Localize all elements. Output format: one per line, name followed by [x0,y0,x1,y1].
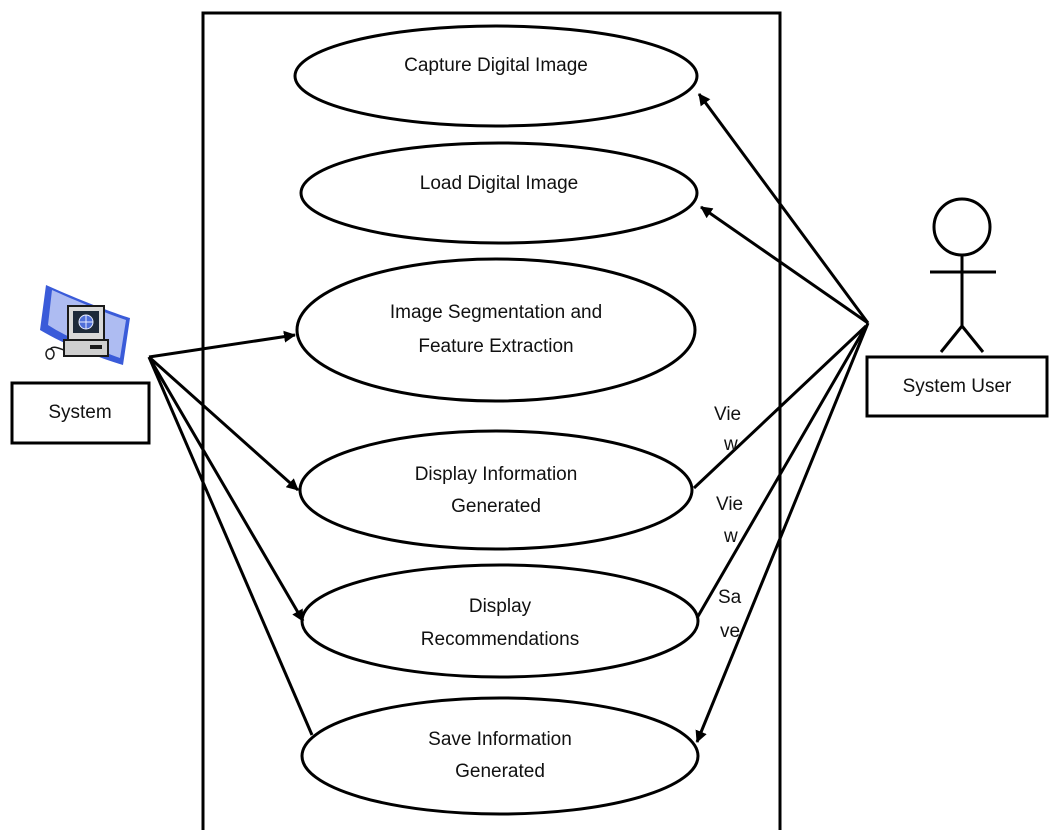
use-case-save-information[interactable]: Save Information Generated [300,696,700,816]
system-to-display-recommendations-arrow [147,356,305,622]
use-case-segmentation-label-line2: Feature Extraction [418,336,573,357]
system-connections [147,330,314,736]
use-case-capture[interactable]: Capture Digital Image [293,24,699,128]
system-boundary [201,11,782,830]
use-case-save-information-label-line1: Save Information [428,729,572,750]
use-case-segmentation-label-line1: Image Segmentation and [390,302,602,323]
system-actor[interactable]: System [10,285,151,445]
use-case-save-information-label-line2: Generated [455,761,545,782]
use-case-display-information-label-line2: Generated [451,496,541,517]
system-to-save-information-line [147,356,314,736]
use-case-display-recommendations-label-line1: Display [469,596,532,617]
use-case-load-label: Load Digital Image [420,173,578,194]
view-label-1-line1: Vie [714,404,741,425]
stick-figure-icon [930,197,996,353]
save-label-line2: ve [720,621,740,642]
display-information-to-user-line [692,324,868,490]
use-case-display-information-label-line1: Display Information [415,464,578,485]
use-case-segmentation[interactable]: Image Segmentation and Feature Extractio… [295,257,697,403]
view-label-2-line1: Vie [716,494,743,515]
user-connections [692,93,870,743]
display-recommendations-to-user-line [695,325,868,619]
system-user-actor-label: System User [903,376,1012,397]
computer-icon [40,285,130,365]
view-label-1-line2: w [723,434,738,455]
system-actor-label: System [48,402,111,423]
save-label-line1: Sa [718,587,742,608]
use-case-load[interactable]: Load Digital Image [299,141,699,245]
system-actor-box [10,381,151,445]
use-case-display-recommendations[interactable]: Display Recommendations [300,563,700,679]
view-label-2-line2: w [723,526,738,547]
user-to-capture-arrow [697,93,870,324]
user-to-save-information-arrow [695,322,870,743]
use-case-capture-label: Capture Digital Image [404,55,588,76]
system-to-display-information-arrow [148,355,299,492]
system-user-actor[interactable]: System User [865,197,1049,418]
system-user-actor-box [865,355,1049,418]
use-case-display-recommendations-label-line2: Recommendations [421,629,579,650]
use-case-display-information[interactable]: Display Information Generated [298,429,694,551]
user-to-load-arrow [700,205,869,325]
system-to-segmentation-arrow [148,330,296,359]
connector-labels: Vie w Vie w Sa ve [714,404,743,642]
